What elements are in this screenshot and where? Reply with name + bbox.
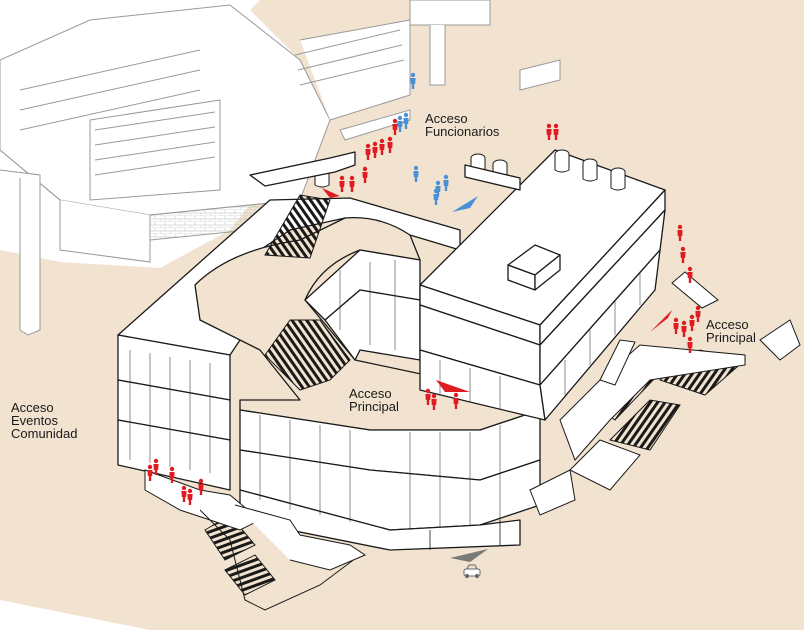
label-acceso-eventos-comunidad: Acceso Eventos Comunidad	[11, 400, 78, 441]
staff-access-arrow	[452, 196, 478, 212]
car-icon	[463, 564, 481, 579]
main-access-arrow-center	[436, 380, 470, 392]
label-acceso-principal-center: Acceso Principal	[349, 386, 399, 414]
stairs	[144, 194, 801, 611]
main-access-arrow-top	[322, 188, 340, 198]
label-acceso-funcionarios: Acceso Funcionarios	[425, 111, 500, 139]
main-access-arrow-right	[650, 310, 672, 332]
label-acceso-principal-right: Acceso Principal	[706, 317, 756, 345]
neighbor-building	[0, 0, 561, 336]
main-building	[117, 149, 666, 551]
vehicle-access-arrow	[450, 549, 488, 562]
access-arrows	[322, 188, 672, 562]
